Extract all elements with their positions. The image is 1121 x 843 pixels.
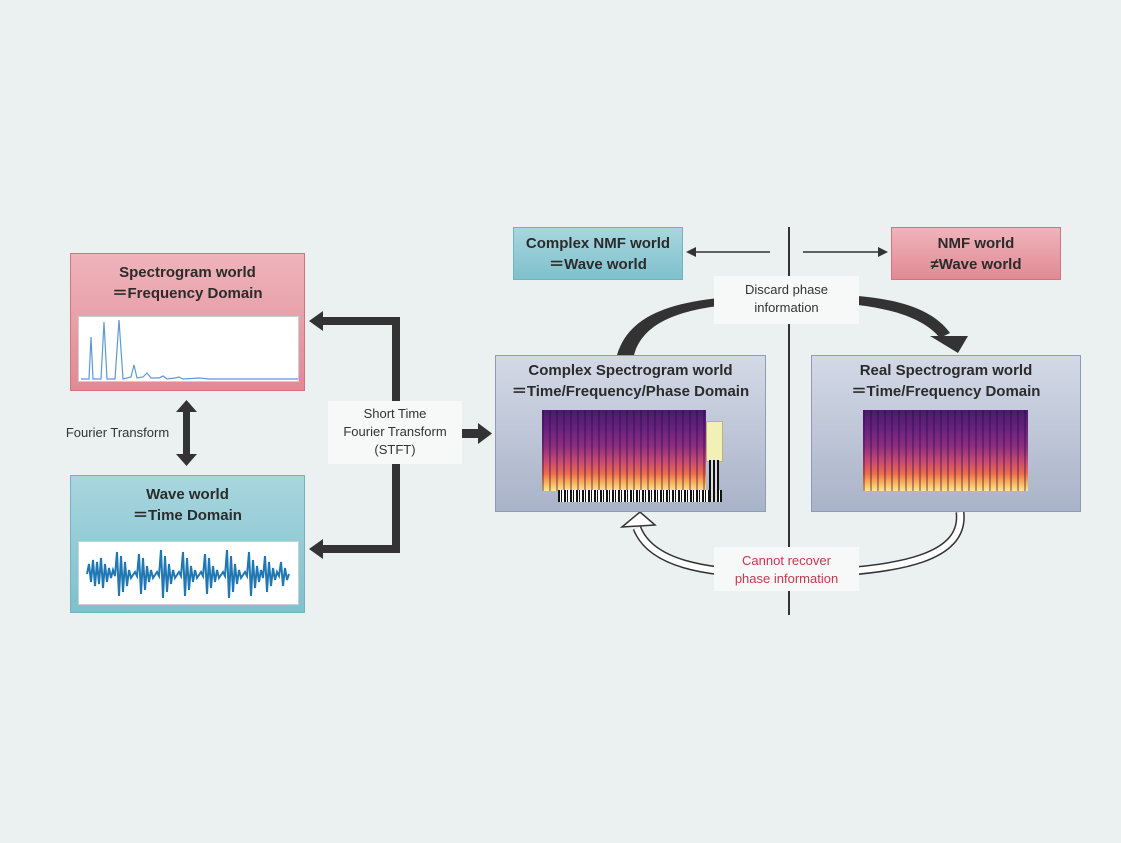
cannot-recover-label: Cannot recover phase information [714,547,859,591]
real-spectrogram-subtitle: ＝Time/Frequency Domain [851,383,1041,400]
nmf-title: NMF world [937,235,1015,252]
curve-arrow-right [858,296,950,338]
stft-label-line1: Short Time [363,406,427,421]
curve-arrow-right-head [930,336,968,353]
waveform-plot-icon [86,549,290,599]
complex-nmf-title: Complex NMF world [525,235,671,252]
phase-vertical-strip [709,460,719,502]
stft-bracket-arrow [309,311,492,559]
fourier-double-arrow [176,400,197,466]
stft-label-line2: Fourier Transform [343,424,447,439]
phase-highlight-bar [706,421,723,462]
real-spectrogram-image [863,410,1028,491]
discard-phase-line2: information [754,300,819,315]
phase-barcode-image [558,490,722,502]
spectrum-plot-panel [78,316,299,382]
complex-spectrogram-subtitle: ＝Time/Frequency/Phase Domain [511,383,750,400]
stft-label: Short Time Fourier Transform (STFT) [328,401,462,464]
waveform-plot-panel [78,541,299,605]
wave-world-subtitle: ＝Time Domain [133,507,242,524]
cannot-recover-line1: Cannot recover [742,553,831,568]
nmf-world-box: NMF world ≠Wave world [891,227,1061,280]
spectrogram-world-title: Spectrogram world [119,264,256,281]
spectrogram-world-subtitle: ＝Frequency Domain [112,285,263,302]
real-spectrogram-title: Real Spectrogram world [859,362,1033,379]
curve-arrow-left [617,298,718,355]
stft-label-line3: (STFT) [374,442,416,457]
hollow-arrow-head [619,511,657,528]
complex-spectrogram-title: Complex Spectrogram world [528,362,733,379]
complex-spectrogram-image [542,410,706,491]
spectrum-plot-icon [81,319,298,380]
nmf-subtitle: ≠Wave world [930,256,1022,273]
fourier-transform-label: Fourier Transform [65,425,170,440]
wave-world-title: Wave world [146,486,229,503]
complex-nmf-world-box: Complex NMF world ＝Wave world [513,227,683,280]
discard-phase-label: Discard phase information [714,276,859,324]
cannot-recover-line2: phase information [734,571,839,586]
complex-nmf-subtitle: ＝Wave world [549,256,647,273]
discard-phase-line1: Discard phase [744,282,829,297]
